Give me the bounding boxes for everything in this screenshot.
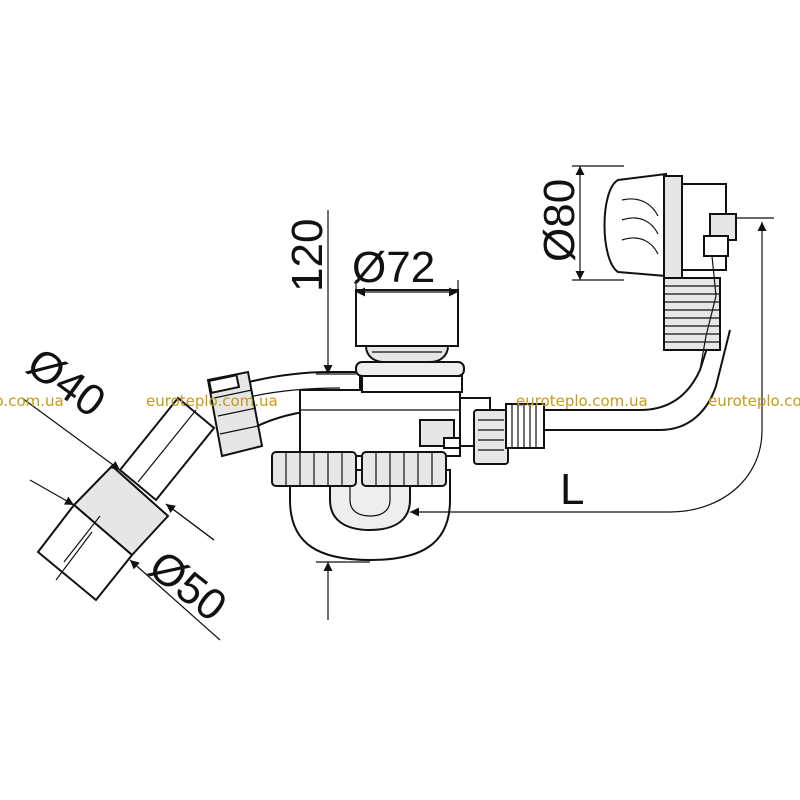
dimension-label-dia-50: Ø50 <box>140 541 236 631</box>
watermark-text: euroteplo.com.ua <box>0 392 64 410</box>
watermark-text: euroteplo.com.ua <box>516 392 648 410</box>
dimension-label-dia-72: Ø72 <box>352 243 435 292</box>
dimension-length-l <box>410 217 774 517</box>
dimension-label-120: 120 <box>283 219 332 292</box>
overflow-head <box>603 172 737 371</box>
outlet-pipe <box>36 396 216 602</box>
drain-plug <box>355 289 465 393</box>
dimension-label-dia-40: Ø40 <box>18 338 114 427</box>
watermark-text: euroteplo.com.ua <box>708 392 800 410</box>
trap-body <box>271 389 545 562</box>
dimension-dia-50 <box>29 479 221 641</box>
dimension-label-length-l: L <box>560 465 584 514</box>
dimension-label-dia-80: Ø80 <box>535 179 584 262</box>
watermark-text: euroteplo.com.ua <box>146 392 278 410</box>
dimension-height-120 <box>316 210 370 620</box>
elbow-connector <box>206 370 361 458</box>
dimension-dia-40 <box>21 397 215 541</box>
